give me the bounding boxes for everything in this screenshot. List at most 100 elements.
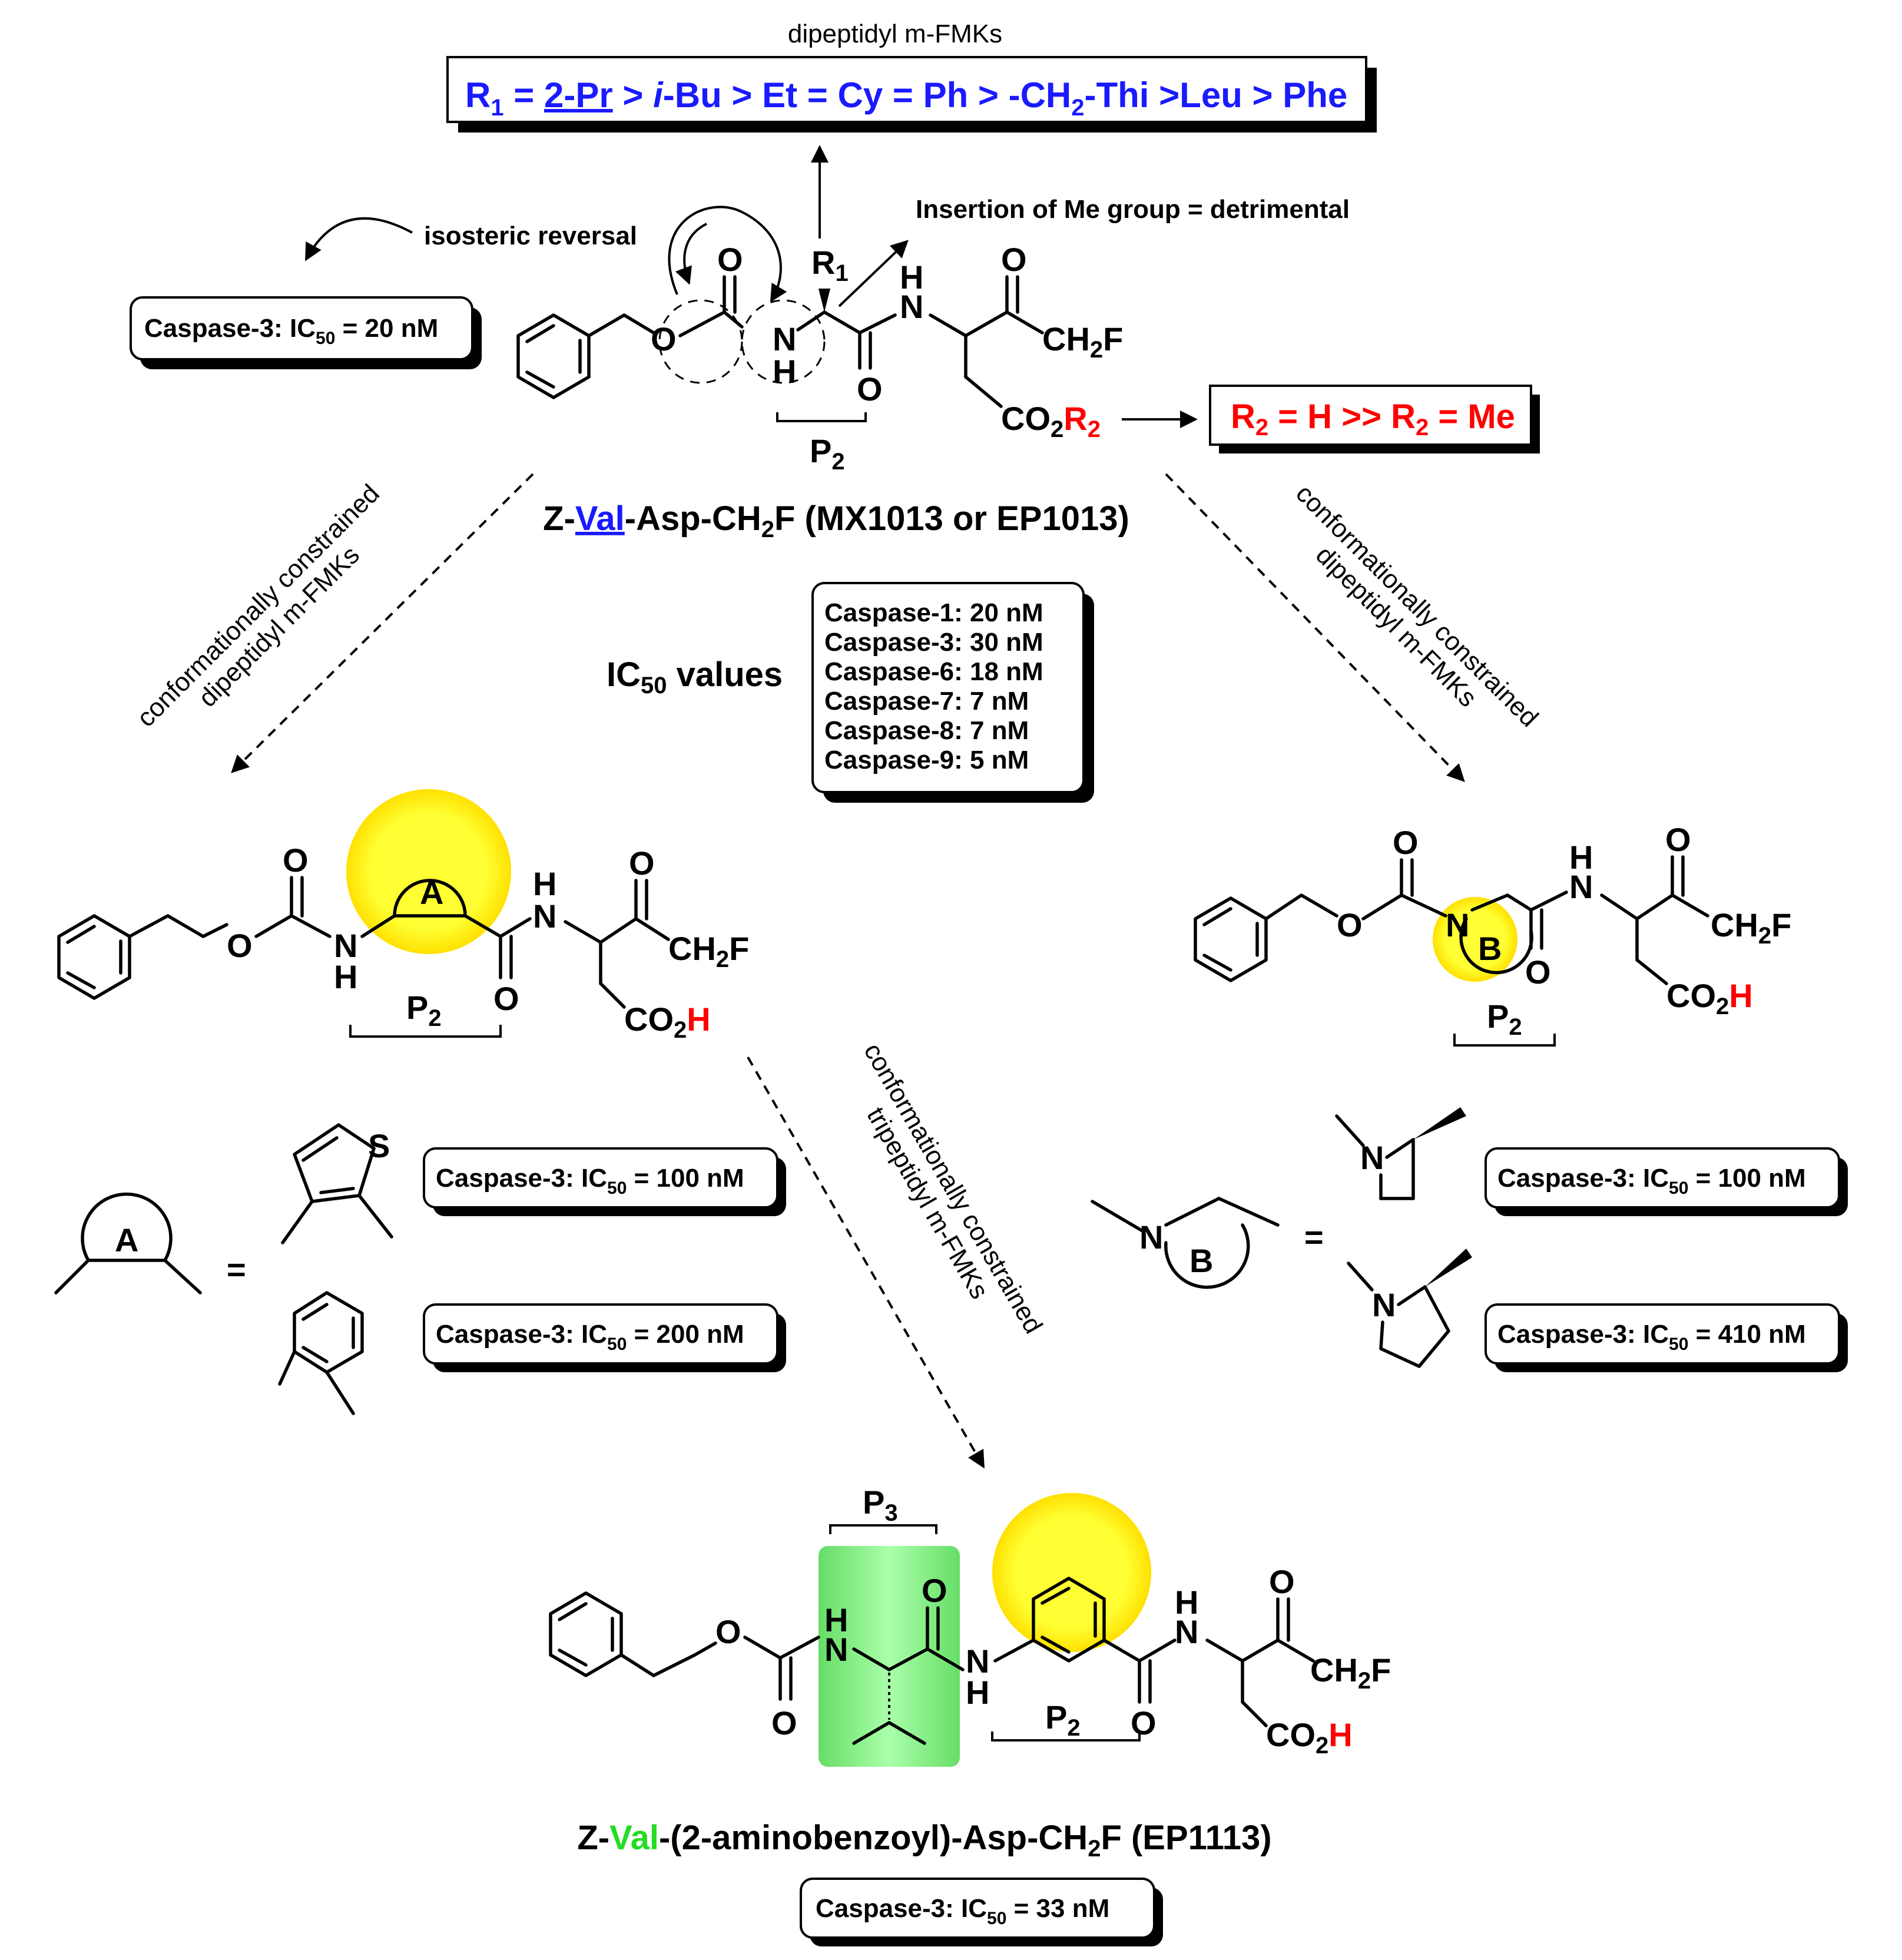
svg-text:A: A [420, 874, 443, 911]
main-compound-name: Z-Val-Asp-CH2F (MX1013 or EP1013) [543, 499, 1129, 542]
ic50-entry: Caspase-7: 7 nM [824, 687, 1029, 716]
arrow-middle-label: conformationally constrained tripeptidyl… [858, 1038, 1048, 1339]
isosteric-arrow [305, 217, 413, 261]
svg-text:conformationally constrained: conformationally constrained [858, 1038, 1048, 1339]
box-tl [130, 296, 473, 360]
svg-text:O: O [1525, 953, 1551, 991]
pyrrolidine-structure: N [1347, 1249, 1472, 1368]
svg-text:H: H [533, 865, 556, 902]
svg-text:P2: P2 [1487, 998, 1522, 1040]
svg-text:P2: P2 [406, 989, 442, 1031]
ic50-entry: Caspase-6: 18 nM [824, 657, 1043, 686]
box-pyrrolidine [1485, 1303, 1840, 1365]
arrow-right-label: conformationally constrained dipeptidyl … [1290, 479, 1544, 733]
svg-text:S: S [368, 1127, 390, 1164]
svg-text:O: O [1665, 821, 1691, 858]
svg-text:O: O [1337, 906, 1363, 943]
svg-text:O: O [493, 980, 519, 1017]
svg-text:N: N [900, 288, 923, 325]
svg-text:A: A [115, 1221, 138, 1259]
svg-text:O: O [629, 845, 655, 882]
box-thiophene [423, 1147, 778, 1209]
svg-text:P3: P3 [863, 1484, 898, 1526]
ic50-entry: Caspase-9: 5 nM [824, 746, 1029, 774]
svg-text:=: = [227, 1251, 246, 1288]
svg-text:O: O [1001, 241, 1027, 278]
me-insertion-arrow [838, 240, 909, 307]
header-box [446, 56, 1367, 123]
svg-text:P2: P2 [1045, 1699, 1081, 1741]
r1-ranking: R1 = 2-Pr > i-Bu > Et = Cy = Ph > -CH2-T… [465, 75, 1347, 121]
svg-text:N: N [334, 927, 357, 964]
box-tl-text: Caspase-3: IC50 = 20 nM [144, 314, 438, 348]
svg-text:O: O [922, 1572, 947, 1609]
svg-text:N: N [966, 1643, 989, 1680]
svg-text:CO2H: CO2H [1666, 977, 1753, 1019]
svg-text:H: H [824, 1601, 848, 1638]
svg-text:CO2H: CO2H [624, 1001, 711, 1043]
ring-a-definition: A = [54, 1192, 246, 1294]
svg-text:CH2F: CH2F [1711, 906, 1791, 949]
ic50-entry: Caspase-3: 30 nM [824, 628, 1043, 657]
svg-text:N: N [1360, 1139, 1384, 1176]
box-bottom [800, 1878, 1155, 1939]
svg-text:CO2H: CO2H [1266, 1716, 1353, 1759]
ic50-entry: Caspase-8: 7 nM [824, 716, 1029, 745]
svg-text:P2: P2 [810, 432, 845, 475]
header-caption: dipeptidyl m-FMKs [788, 19, 1002, 48]
svg-text:N: N [1139, 1219, 1163, 1256]
svg-text:CH2F: CH2F [1310, 1651, 1391, 1694]
svg-text:H: H [1175, 1584, 1198, 1621]
svg-text:B: B [1189, 1242, 1213, 1279]
box-benzene [423, 1303, 778, 1365]
svg-text:N: N [1372, 1286, 1396, 1323]
ic50-label: IC50 values [607, 655, 783, 698]
main-compound: O O N H O N H O CH2F CO2R2 R1 P2 [516, 206, 1123, 475]
compound-ep1113: O O H N O N H O H N O CH2F [549, 1484, 1391, 1767]
ic50-panel [811, 582, 1085, 793]
ic50-entry: Caspase-1: 20 nM [824, 598, 1043, 627]
box-bottom-text: Caspase-3: IC50 = 33 nM [816, 1894, 1109, 1928]
box-benzene-text: Caspase-3: IC50 = 200 nM [436, 1320, 744, 1354]
svg-text:N: N [1446, 906, 1469, 943]
svg-text:CH2F: CH2F [1042, 320, 1123, 363]
svg-text:O: O [283, 842, 309, 879]
isosteric-label: isosteric reversal [424, 221, 637, 250]
svg-text:O: O [771, 1704, 797, 1742]
arrow-left [231, 473, 534, 773]
svg-text:O: O [857, 370, 883, 408]
svg-text:H: H [773, 353, 796, 390]
svg-text:N: N [533, 898, 556, 935]
box-azetidine-text: Caspase-3: IC50 = 100 nM [1497, 1164, 1806, 1198]
svg-text:=: = [1304, 1219, 1324, 1256]
svg-text:O: O [227, 927, 253, 964]
box-thiophene-text: Caspase-3: IC50 = 100 nM [436, 1164, 744, 1198]
svg-text:R1: R1 [811, 244, 849, 286]
arrow-middle [747, 1057, 985, 1469]
svg-text:H: H [1569, 839, 1593, 876]
svg-text:O: O [1393, 824, 1419, 861]
svg-text:O: O [651, 320, 677, 357]
svg-text:conformationally constrained: conformationally constrained [131, 479, 385, 733]
svg-text:O: O [715, 1613, 741, 1650]
arrow-right [1165, 473, 1465, 782]
box-azetidine [1485, 1147, 1840, 1209]
svg-text:H: H [966, 1674, 989, 1711]
r2-ranking: R2 = H >> R2 = Me [1231, 398, 1515, 441]
benzene-structure [278, 1291, 364, 1415]
ic50-entries: Caspase-1: 20 nM Caspase-3: 30 nM Caspas… [824, 598, 1043, 774]
svg-text:conformationally constrained: conformationally constrained [1290, 479, 1544, 733]
svg-text:H: H [334, 958, 357, 995]
ring-b-definition: N B = [1091, 1197, 1324, 1289]
svg-text:O: O [1131, 1704, 1157, 1742]
svg-text:N: N [1175, 1613, 1198, 1650]
azetidine-structure: N [1335, 1107, 1466, 1200]
box-pyrrolidine-text: Caspase-3: IC50 = 410 nM [1497, 1320, 1806, 1354]
svg-text:O: O [717, 241, 743, 278]
svg-text:N: N [824, 1631, 848, 1668]
thiophene-structure: S [281, 1123, 393, 1244]
svg-text:CO2R2: CO2R2 [1001, 400, 1101, 442]
me-insertion-label: Insertion of Me group = detrimental [916, 195, 1350, 224]
